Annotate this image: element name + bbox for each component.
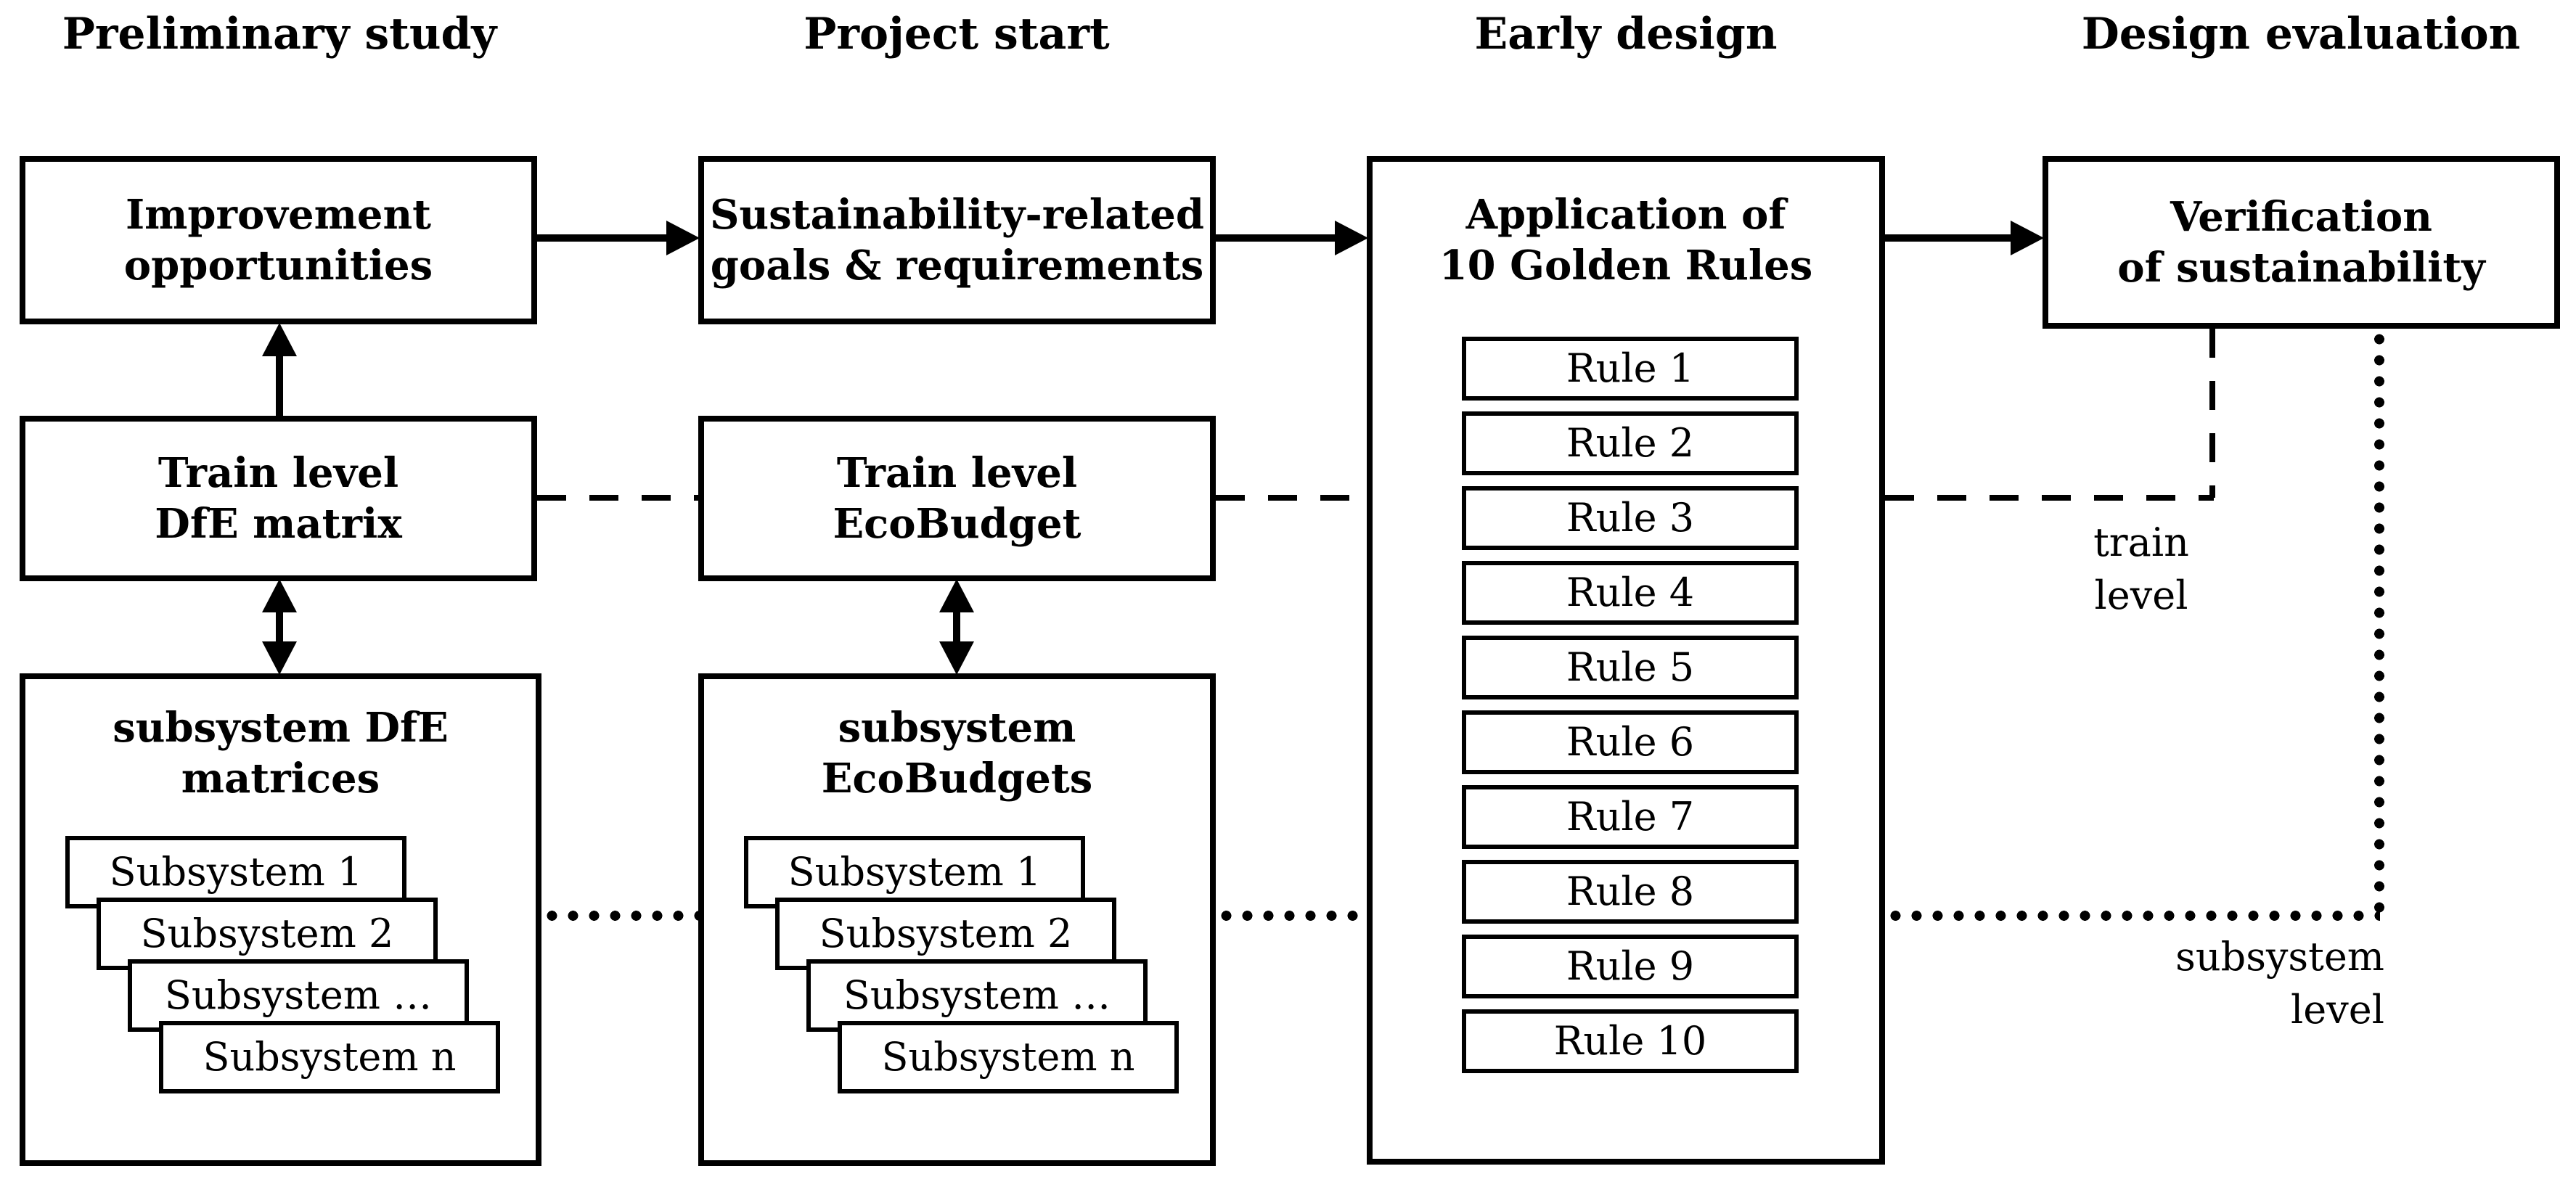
rule-box-3: Rule 3 bbox=[1462, 486, 1799, 550]
arrow-rules-to-verification-head bbox=[2011, 221, 2044, 255]
train-dfe-matrix-label: Train level DfE matrix bbox=[155, 449, 402, 548]
train-level-dashed-segment-3 bbox=[1885, 495, 2214, 501]
double-arrow-dfe-down-head bbox=[262, 641, 297, 675]
rule-box-6: Rule 6 bbox=[1462, 710, 1799, 774]
double-arrow-ecobudget-line bbox=[953, 608, 960, 646]
arrow-improvement-to-goals-head bbox=[666, 221, 700, 255]
train-ecobudget-box: Train level EcoBudget bbox=[698, 416, 1216, 581]
train-ecobudget-label: Train level EcoBudget bbox=[833, 449, 1081, 548]
golden-rules-title: Application of 10 Golden Rules bbox=[1439, 191, 1813, 290]
subsystem-ecobudgets-title: subsystem EcoBudgets bbox=[821, 704, 1093, 803]
double-arrow-dfe-line bbox=[276, 608, 283, 646]
rule-box-2: Rule 2 bbox=[1462, 411, 1799, 475]
verification-label: Verification of sustainability bbox=[2117, 193, 2485, 292]
sustainability-goals-label: Sustainability-related goals & requireme… bbox=[709, 191, 1205, 290]
arrow-goals-to-rules-head bbox=[1335, 221, 1368, 255]
subsystem-level-dotted-segment-2 bbox=[1216, 911, 1367, 921]
phase-header-early-design: Early design bbox=[1474, 9, 1778, 59]
subsystem-level-dotted-segment-1 bbox=[541, 911, 698, 921]
double-arrow-ecobudget-up-head bbox=[939, 579, 974, 612]
train-level-dashed-segment-1 bbox=[537, 495, 698, 501]
train-dfe-matrix-box: Train level DfE matrix bbox=[20, 416, 537, 581]
subsystem-level-dotted-vertical bbox=[2374, 329, 2384, 918]
rule-box-4: Rule 4 bbox=[1462, 561, 1799, 625]
arrow-dfe-to-improvement-line bbox=[276, 353, 283, 416]
sustainability-goals-box: Sustainability-related goals & requireme… bbox=[698, 156, 1216, 324]
phase-header-design-evaluation: Design evaluation bbox=[2081, 9, 2521, 59]
rule-box-10: Rule 10 bbox=[1462, 1009, 1799, 1073]
train-level-dashed-segment-2 bbox=[1216, 495, 1367, 501]
improvement-opportunities-label: Improvement opportunities bbox=[123, 191, 433, 290]
arrow-goals-to-rules-line bbox=[1216, 234, 1336, 242]
ecobudget-subsystem-card-2: Subsystem 2 bbox=[775, 898, 1116, 970]
subsystem-level-dotted-segment-3 bbox=[1885, 911, 2380, 921]
improvement-opportunities-box: Improvement opportunities bbox=[20, 156, 537, 324]
double-arrow-dfe-up-head bbox=[262, 579, 297, 612]
double-arrow-ecobudget-down-head bbox=[939, 641, 974, 675]
phase-header-project-start: Project start bbox=[804, 9, 1110, 59]
arrow-improvement-to-goals-line bbox=[537, 234, 669, 242]
rule-box-8: Rule 8 bbox=[1462, 860, 1799, 924]
arrow-rules-to-verification-line bbox=[1885, 234, 2012, 242]
subsystem-level-label: subsystem level bbox=[2175, 934, 2384, 1033]
dfe-subsystem-card-n: Subsystem n bbox=[159, 1021, 500, 1093]
verification-box: Verification of sustainability bbox=[2043, 156, 2560, 329]
dfe-subsystem-card-ellipsis: Subsystem … bbox=[128, 959, 469, 1032]
rule-box-9: Rule 9 bbox=[1462, 935, 1799, 998]
subsystem-dfe-matrices-title: subsystem DfE matrices bbox=[113, 704, 449, 803]
rule-box-5: Rule 5 bbox=[1462, 636, 1799, 699]
arrow-dfe-to-improvement-head bbox=[262, 323, 297, 356]
dfe-subsystem-card-2: Subsystem 2 bbox=[97, 898, 438, 970]
train-level-label: train level bbox=[2093, 520, 2189, 618]
rule-box-7: Rule 7 bbox=[1462, 785, 1799, 849]
rule-box-1: Rule 1 bbox=[1462, 337, 1799, 401]
phase-header-preliminary-study: Preliminary study bbox=[62, 9, 497, 59]
ecobudget-subsystem-card-n: Subsystem n bbox=[838, 1021, 1179, 1093]
train-level-dashed-vertical bbox=[2209, 329, 2215, 498]
